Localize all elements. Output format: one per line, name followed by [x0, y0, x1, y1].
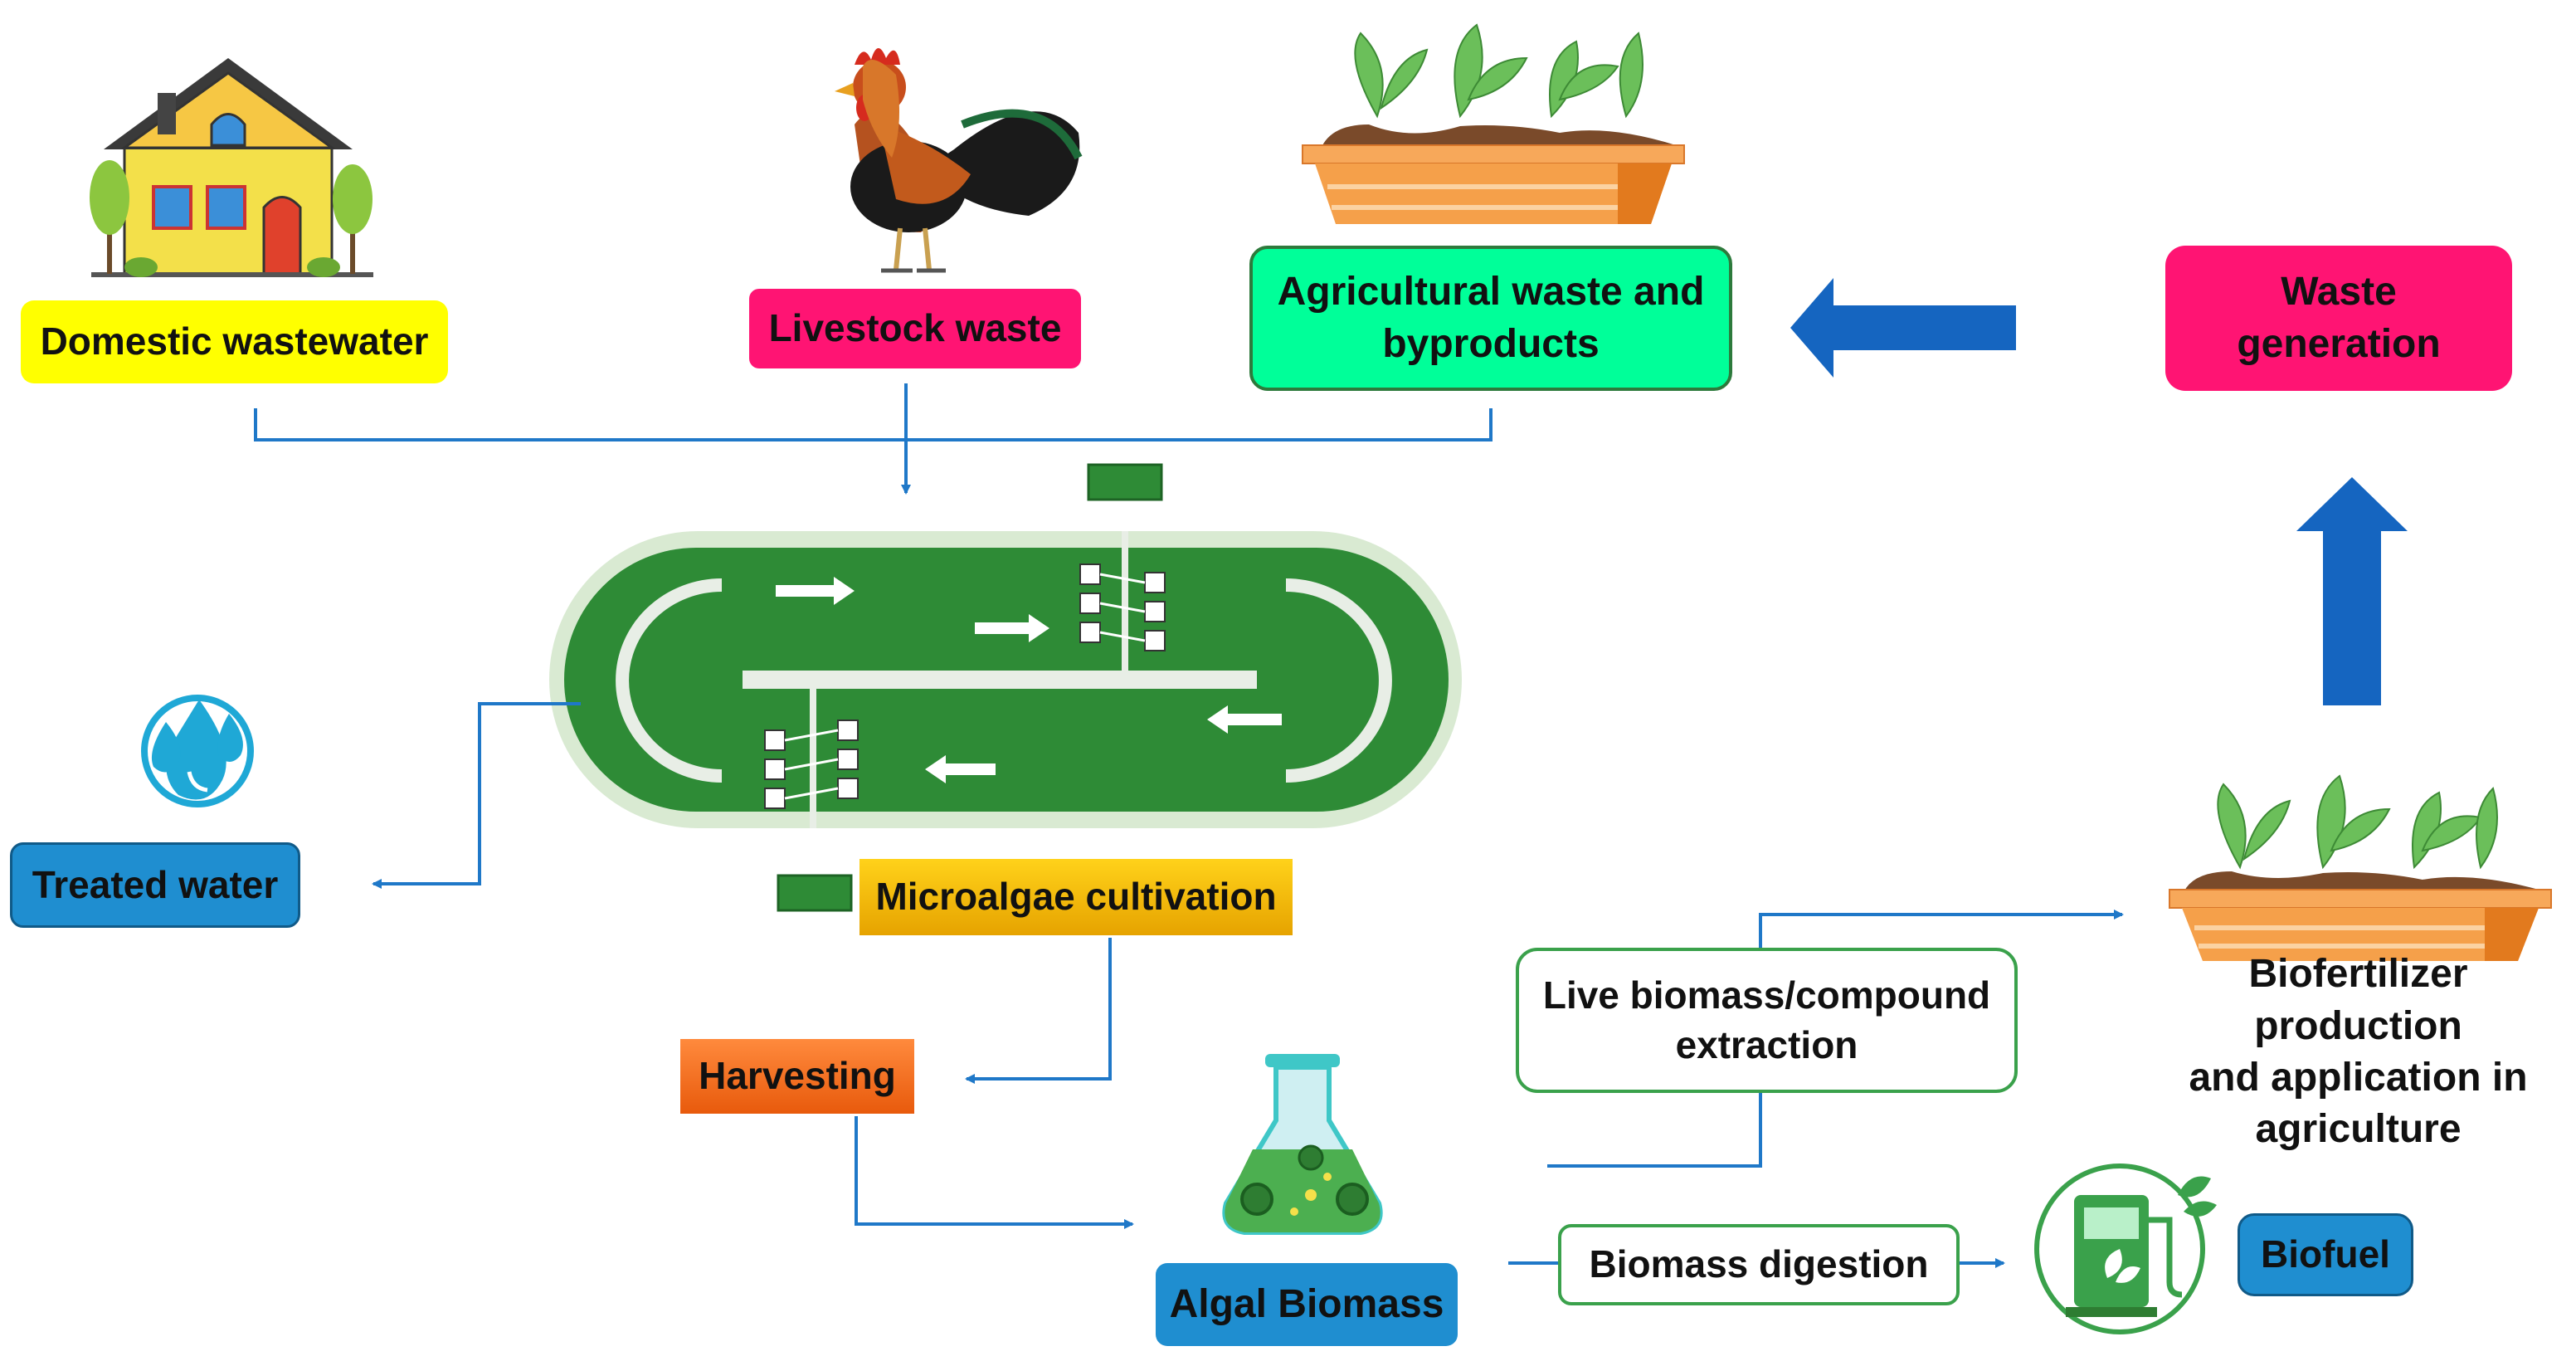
- fuel-pump-icon: [2034, 1163, 2217, 1334]
- harvesting-text: Harvesting: [699, 1054, 896, 1098]
- biomass-connector: [855, 1116, 1134, 1229]
- microalgae-cultivation-label: Microalgae cultivation: [859, 859, 1293, 935]
- algal-biomass-text: Algal Biomass: [1169, 1281, 1444, 1326]
- live-biomass-connector-in: [1547, 1091, 1762, 1168]
- treated-water-label: Treated water: [10, 842, 300, 928]
- live-biomass-text-1: Live biomass/compound: [1542, 973, 1991, 1017]
- harvesting-label: Harvesting: [680, 1039, 914, 1114]
- live-biomass-text-2: extraction: [1675, 1022, 1858, 1066]
- rooster-icon: [835, 47, 1083, 273]
- flask-icon: [1222, 1054, 1383, 1235]
- treated-water-connector: [372, 702, 581, 889]
- livestock-waste-text: Livestock waste: [768, 306, 1062, 350]
- biofertilizer-text-2: and application in: [2189, 1056, 2528, 1100]
- biofuel-label: Biofuel: [2238, 1213, 2413, 1296]
- plant-pot-icon-2: [2169, 774, 2552, 961]
- pond-marker-bottom: [777, 874, 853, 912]
- biofertilizer-text-3: agriculture: [2255, 1107, 2462, 1152]
- microalgae-cultivation-text: Microalgae cultivation: [875, 875, 1277, 919]
- domestic-wastewater-label: Domestic wastewater: [21, 300, 448, 383]
- agricultural-waste-label: Agricultural waste and byproducts: [1249, 246, 1732, 391]
- domestic-wastewater-text: Domestic wastewater: [40, 320, 429, 363]
- algal-biomass-label: Algal Biomass: [1156, 1263, 1458, 1346]
- big-arrow-left: [1790, 278, 2016, 378]
- big-arrow-up: [2296, 477, 2408, 705]
- biomass-digestion-text: Biomass digestion: [1589, 1242, 1929, 1286]
- waste-generation-text-1: Waste: [2281, 270, 2397, 315]
- biofuel-text: Biofuel: [2261, 1232, 2390, 1276]
- harvest-connector: [965, 938, 1112, 1084]
- plant-pot-icon: [1302, 23, 1685, 224]
- biomass-digestion-label: Biomass digestion: [1558, 1224, 1960, 1305]
- water-drop-icon: [141, 695, 254, 807]
- agricultural-waste-text-2: byproducts: [1382, 321, 1600, 366]
- biofertilizer-label: Biofertilizer production and application…: [2145, 952, 2572, 1151]
- raceway-pond: [549, 531, 1462, 828]
- waste-generation-label: Waste generation: [2165, 246, 2512, 391]
- waste-generation-text-2: generation: [2237, 321, 2441, 366]
- live-biomass-label: Live biomass/compound extraction: [1516, 948, 2018, 1093]
- live-biomass-connector-out: [1759, 910, 2124, 953]
- biofertilizer-text-1: Biofertilizer production: [2248, 952, 2468, 1048]
- livestock-waste-label: Livestock waste: [749, 289, 1081, 368]
- input-connector: [254, 383, 1493, 495]
- treated-water-text: Treated water: [32, 862, 279, 906]
- house-icon: [90, 58, 373, 277]
- pond-marker-top: [1087, 463, 1163, 501]
- agricultural-waste-text-1: Agricultural waste and: [1277, 270, 1705, 315]
